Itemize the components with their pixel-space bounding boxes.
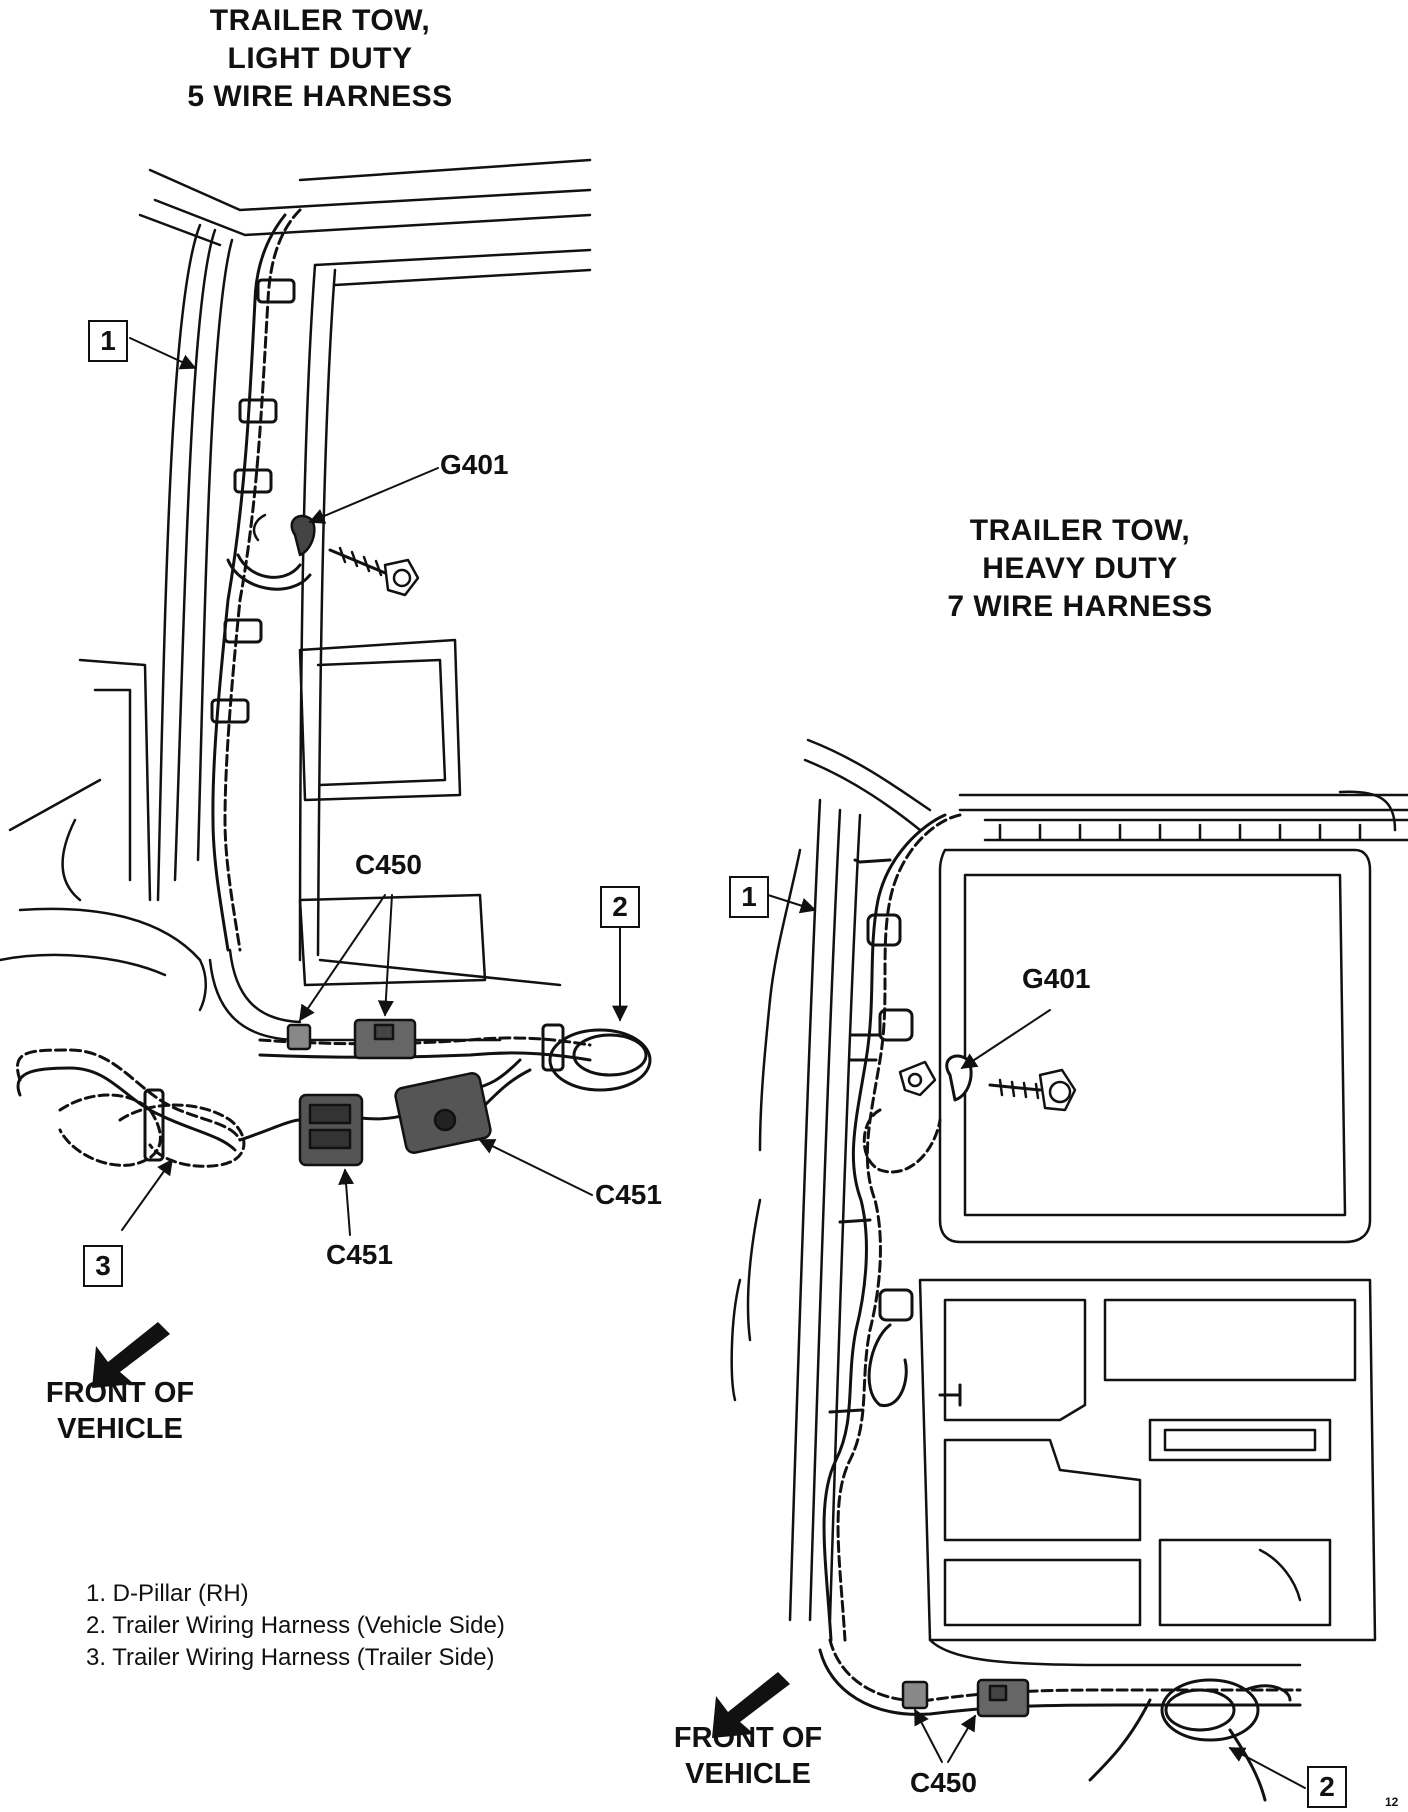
right-c450-label: C450 — [910, 1767, 977, 1798]
figure-number: 12 — [1385, 1795, 1399, 1809]
legend-item-1: 1. D-Pillar (RH) — [86, 1580, 249, 1607]
right-g401-fastener — [898, 1054, 1077, 1112]
left-g401-fastener — [252, 513, 420, 597]
legend-item-3: 3. Trailer Wiring Harness (Trailer Side) — [86, 1644, 495, 1671]
left-front-line-2: VEHICLE — [57, 1413, 183, 1445]
legend: 1. D-Pillar (RH) 2. Trailer Wiring Harne… — [86, 1578, 505, 1674]
left-c451-bottom-label: C451 — [326, 1239, 393, 1270]
right-harness — [818, 813, 1302, 1802]
right-title-line-1: TRAILER TOW, — [969, 514, 1191, 547]
left-callout-box-1: 1 — [88, 320, 128, 362]
legend-item-2: 2. Trailer Wiring Harness (Vehicle Side) — [86, 1612, 505, 1639]
left-harness — [16, 208, 652, 1168]
right-callout-box-2: 2 — [1307, 1766, 1347, 1808]
left-callout-box-3: 3 — [83, 1245, 123, 1287]
right-front-arrow — [712, 1672, 790, 1738]
right-callout-box-1: 1 — [729, 876, 769, 918]
left-c451-right-label: C451 — [595, 1179, 662, 1210]
right-vehicle-body — [730, 738, 1408, 1667]
right-title-line-3: 7 WIRE HARNESS — [947, 590, 1213, 623]
left-title-line-3: 5 WIRE HARNESS — [187, 80, 453, 113]
right-title-line-2: HEAVY DUTY — [982, 552, 1178, 585]
right-front-line-1: FRONT OF — [673, 1722, 823, 1754]
left-g401-label: G401 — [440, 449, 509, 480]
left-c450-label: C450 — [355, 849, 422, 880]
left-callout-box-2: 2 — [600, 886, 640, 928]
left-front-arrow — [92, 1322, 170, 1388]
right-front-line-2: VEHICLE — [685, 1758, 811, 1790]
left-connectors — [286, 1018, 492, 1167]
left-leaders — [121, 337, 628, 1236]
right-title: TRAILER TOW, HEAVY DUTY 7 WIRE HARNESS — [910, 512, 1250, 626]
right-front-of-vehicle: FRONT OF VEHICLE — [648, 1720, 848, 1792]
left-front-of-vehicle: FRONT OF VEHICLE — [20, 1375, 220, 1447]
left-title-line-2: LIGHT DUTY — [227, 42, 413, 75]
left-title-line-1: TRAILER TOW, — [209, 4, 431, 37]
left-front-line-1: FRONT OF — [45, 1377, 195, 1409]
left-title: TRAILER TOW, LIGHT DUTY 5 WIRE HARNESS — [150, 2, 490, 116]
right-connectors — [901, 1678, 1030, 1718]
right-leaders — [767, 894, 1306, 1789]
right-g401-label: G401 — [1022, 963, 1091, 994]
